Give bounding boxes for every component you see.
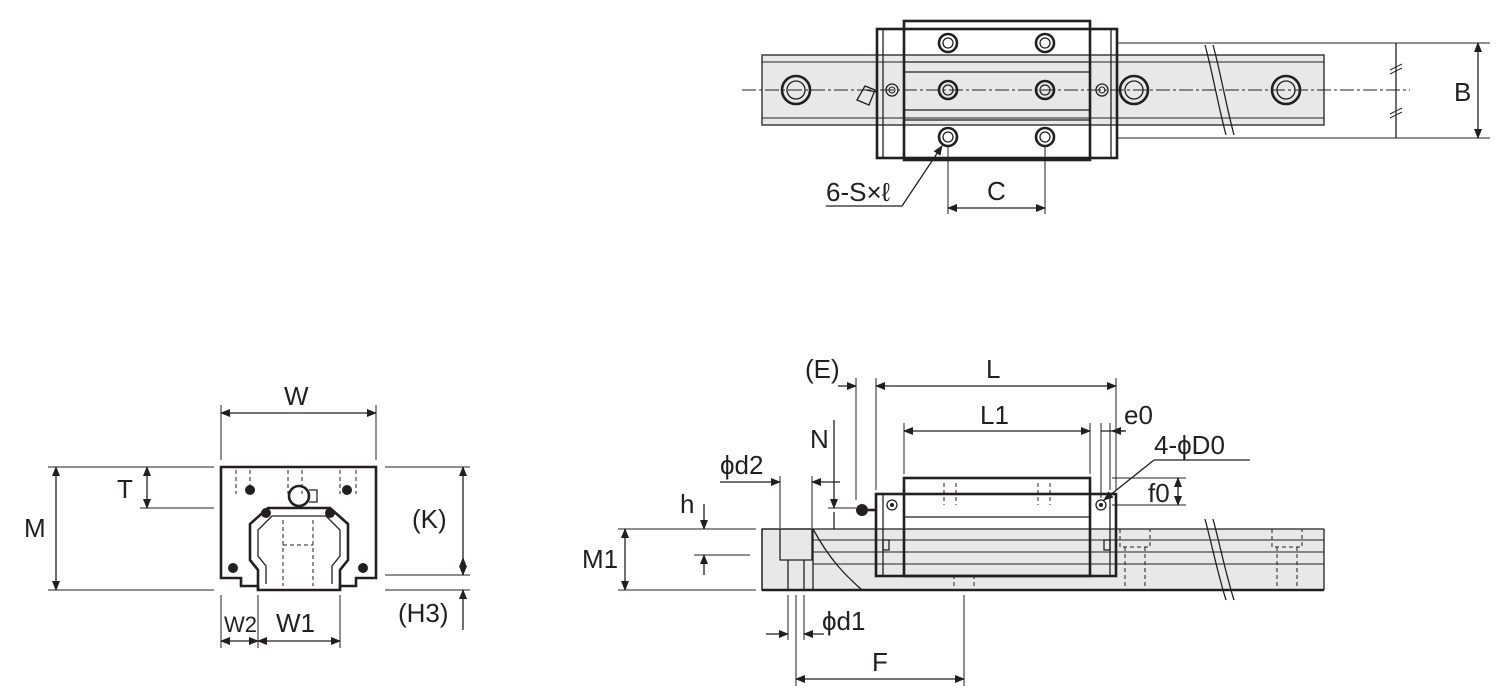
dim-d0-label: 4-ϕD0 [1154,430,1225,460]
dim-d2-label: ϕd2 [720,450,763,480]
dim-n-label: N [810,424,829,454]
dim-f0-label: f0 [1148,478,1170,508]
end-view: W M T (K) (H3) W2 W1 [24,381,470,648]
side-rail [762,529,1324,590]
dim-w1-label: W1 [276,608,315,638]
side-block-body [902,476,1092,578]
dim-t-label: T [117,474,133,504]
dim-w-label: W [284,381,309,411]
holes-callout: 6-S×ℓ [826,177,891,207]
top-view: B C 6-S×ℓ [742,19,1490,214]
rail-break-mark [1204,44,1227,136]
side-view: L (E) L1 e0 4-ϕD0 f0 N ϕd2 [582,354,1325,686]
end-grease-nipple [287,484,311,508]
dim-l-label: L [986,354,1000,384]
dim-m-label: M [24,513,46,543]
dim-m1-label: M1 [582,544,618,574]
block-tapped-hole [1034,32,1056,54]
block-tapped-hole [937,126,959,148]
block-tapped-hole [1034,126,1056,148]
dim-d1-label: ϕd1 [822,606,865,636]
dim-h-label: h [680,489,694,519]
dim-f-label: F [872,647,888,677]
dim-h3-label: (H3) [398,598,449,628]
dim-e0-label: e0 [1124,400,1153,430]
dim-k-label: (K) [412,504,447,534]
block-tapped-hole [937,32,959,54]
dim-b-label: B [1454,77,1471,107]
top-block-endplates [875,27,1119,160]
dim-c-label: C [987,176,1006,206]
dim-l1-label: L1 [980,400,1009,430]
dim-w2-label: W2 [224,612,257,637]
dim-e-label: (E) [805,354,840,384]
